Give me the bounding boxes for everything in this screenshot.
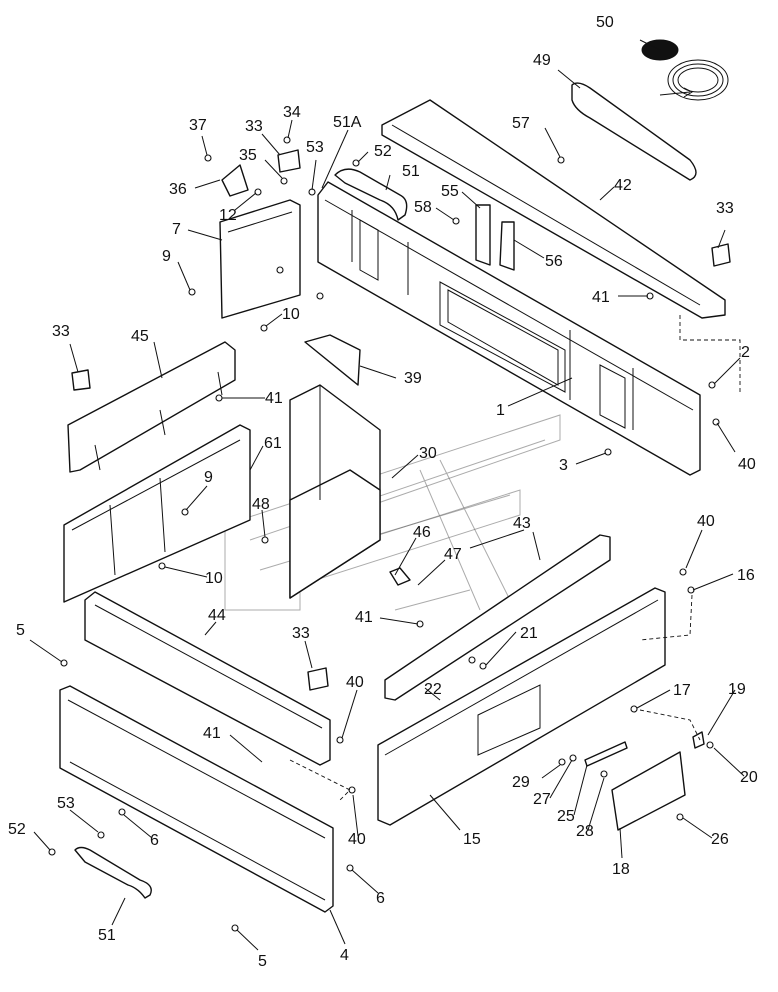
part-1-main-panel [317, 181, 701, 476]
callout-35: 35 [239, 147, 257, 164]
callout-28: 28 [576, 823, 594, 840]
callout-15: 15 [463, 831, 481, 848]
part-33-bracket-right [711, 243, 731, 267]
hardware-fasteners [48, 136, 720, 932]
leader-lines [29, 39, 745, 951]
callout-27: 27 [533, 791, 551, 808]
part-7-side-plate [219, 199, 301, 319]
part-30-center-box [289, 384, 381, 599]
callout-10: 10 [282, 306, 300, 323]
callout-36: 36 [169, 181, 187, 198]
callout-39: 39 [404, 370, 422, 387]
callout-41: 41 [265, 390, 283, 407]
part-42-front-rail [381, 99, 726, 319]
part-51-handle-bottom [74, 846, 152, 899]
callout-57: 57 [512, 115, 530, 132]
callout-3: 3 [559, 457, 568, 474]
callout-51a-label: 51A [333, 114, 362, 131]
part-33-bracket-center [307, 667, 329, 691]
part-18-cover [611, 751, 686, 831]
callout-49: 49 [533, 52, 551, 69]
callout-41: 41 [203, 725, 221, 742]
callout-18: 18 [612, 861, 630, 878]
callout-33: 33 [52, 323, 70, 340]
part-4-rear-panel [59, 685, 334, 913]
callout-19: 19 [728, 681, 746, 698]
callout-6: 6 [150, 832, 159, 849]
part-36-bracket [221, 164, 249, 197]
part-50-seal [641, 39, 729, 101]
watermark-logo [224, 414, 561, 611]
callout-9: 9 [162, 248, 171, 265]
callout-12: 12 [219, 207, 237, 224]
assembly-guide-lines [289, 315, 741, 801]
callout-55: 55 [441, 183, 459, 200]
callout-40: 40 [738, 456, 756, 473]
callout-56: 56 [545, 253, 563, 270]
callout-21: 21 [520, 625, 538, 642]
part-39 [304, 334, 361, 386]
part-15-side-panel [377, 587, 666, 826]
callout-42: 42 [614, 177, 632, 194]
callout-37: 37 [189, 117, 207, 134]
callout-16: 16 [737, 567, 755, 584]
callout-17: 17 [673, 682, 691, 699]
part-49-window [571, 82, 697, 181]
callout-10: 10 [205, 570, 223, 587]
callout-41: 41 [592, 289, 610, 306]
callout-44: 44 [208, 607, 226, 624]
callout-20: 20 [740, 769, 758, 786]
left-side-frame [63, 424, 251, 603]
callout-6: 6 [376, 890, 385, 907]
part-19-latch [692, 731, 705, 749]
part-33-bracket-top [277, 149, 301, 173]
part-43-right-rail [384, 534, 611, 701]
callout-7: 7 [172, 221, 181, 238]
callout-50: 50 [596, 14, 614, 31]
callout-22: 22 [424, 681, 442, 698]
callout-1: 1 [496, 402, 505, 419]
callout-2: 2 [741, 344, 750, 361]
callout-numbers: 50 49 37 33 34 51A 57 35 53 52 51 36 12 … [8, 14, 758, 970]
callout-45: 45 [131, 328, 149, 345]
callout-40: 40 [348, 831, 366, 848]
callout-46: 46 [413, 524, 431, 541]
callout-48: 48 [252, 496, 270, 513]
callout-5: 5 [258, 953, 267, 970]
callout-34: 34 [283, 104, 301, 121]
part-25-hinge [584, 741, 628, 767]
callout-4: 4 [340, 947, 349, 964]
callout-26: 26 [711, 831, 729, 848]
callout-52: 52 [374, 143, 392, 160]
part-51-handle-top [334, 168, 408, 221]
callout-51: 51 [98, 927, 116, 944]
callout-58: 58 [414, 199, 432, 216]
callout-33: 33 [716, 200, 734, 217]
callout-9: 9 [204, 469, 213, 486]
callout-29: 29 [512, 774, 530, 791]
part-45-rear-rail [67, 341, 236, 473]
callout-43: 43 [513, 515, 531, 532]
part-56-bracket [499, 221, 515, 271]
callout-47: 47 [444, 546, 462, 563]
callout-51: 51 [402, 163, 420, 180]
callout-33: 33 [245, 118, 263, 135]
callout-52: 52 [8, 821, 26, 838]
callout-41: 41 [355, 609, 373, 626]
callout-53: 53 [306, 139, 324, 156]
callout-61: 61 [264, 435, 282, 452]
callout-33: 33 [292, 625, 310, 642]
part-55-bracket [475, 204, 491, 266]
callout-40: 40 [346, 674, 364, 691]
callout-53: 53 [57, 795, 75, 812]
part-33-bracket-left [71, 369, 91, 391]
callout-5: 5 [16, 622, 25, 639]
callout-40: 40 [697, 513, 715, 530]
callout-30: 30 [419, 445, 437, 462]
part-46-tab [389, 567, 411, 586]
part-44-lower-rail [84, 591, 331, 766]
callout-25: 25 [557, 808, 575, 825]
